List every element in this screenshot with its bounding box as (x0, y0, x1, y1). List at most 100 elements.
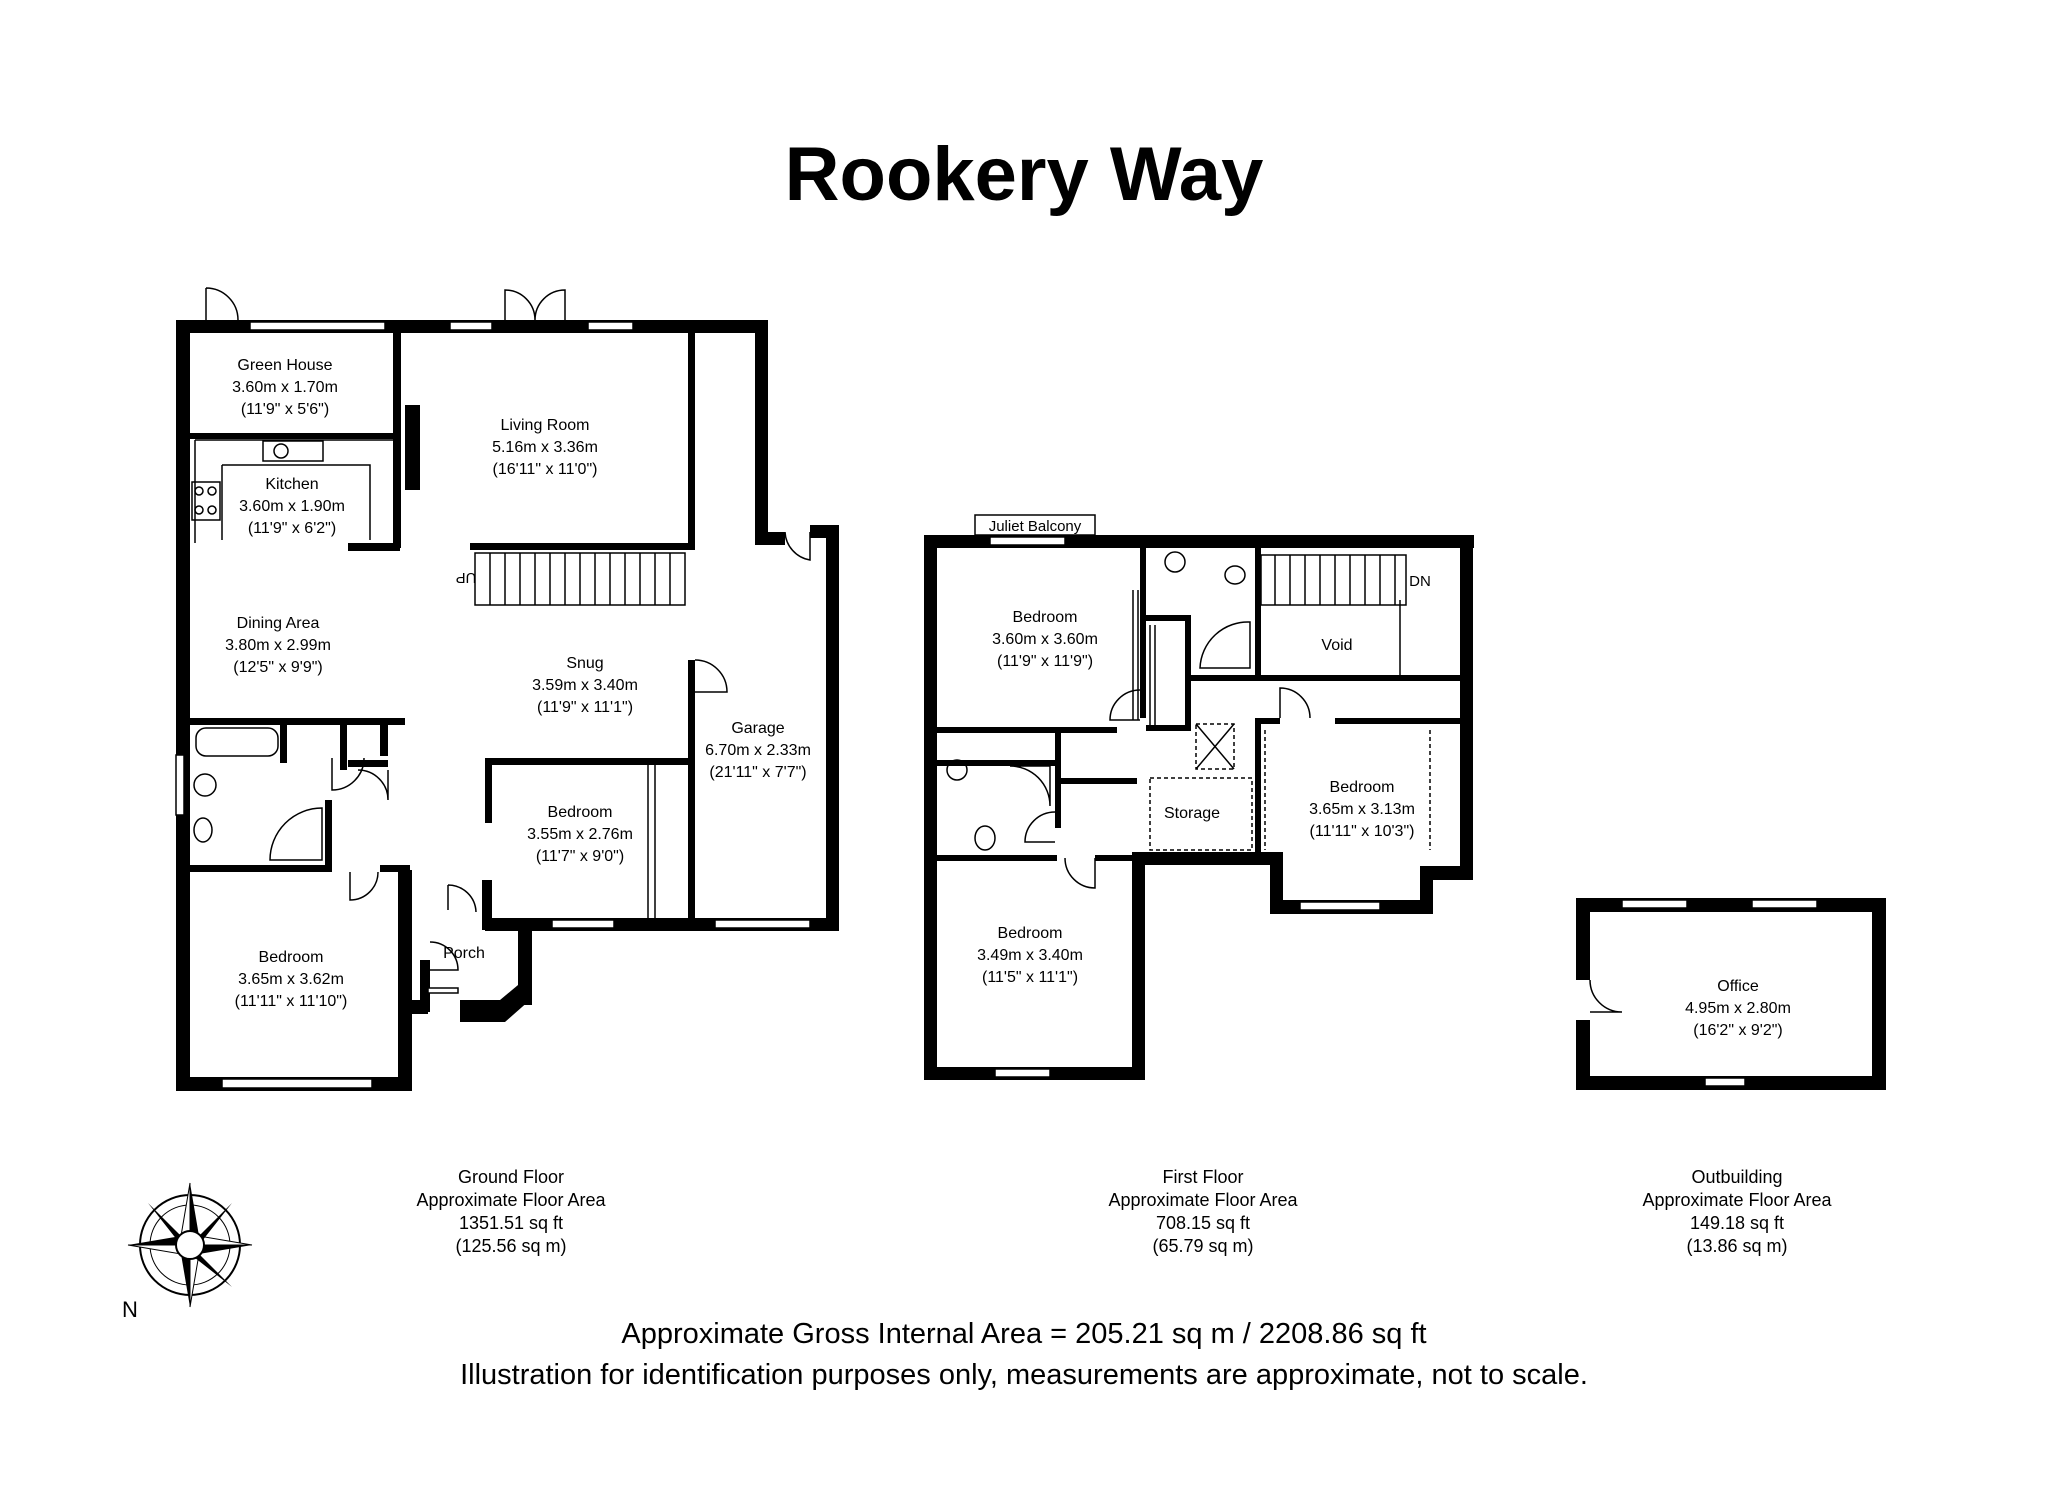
ob-wall-east (1872, 898, 1886, 1090)
ff-bedroom-1-metric: 3.60m x 3.60m (992, 631, 1098, 648)
ground-floor-sqft: 1351.51 sq ft (458, 1213, 564, 1233)
ff-wall-bedroom1-south (937, 727, 1117, 733)
kitchen-imperial: (11'9" x 6'2") (248, 520, 336, 537)
ff-staircase (1260, 554, 1407, 606)
living-room-metric: 5.16m x 3.36m (492, 439, 598, 456)
greenhouse-door (205, 287, 239, 321)
room-labels: Green House 3.60m x 1.70m (11'9" x 5'6")… (225, 357, 1791, 1039)
garage-side-door (694, 659, 728, 693)
ground-floor-summary: Ground Floor Approximate Floor Area 1351… (361, 1166, 661, 1258)
ff-stair-treads (1274, 555, 1396, 605)
green-house-metric: 3.60m x 1.70m (232, 379, 338, 396)
ground-floor-sqm: (125.56 sq m) (455, 1236, 567, 1256)
gf-bedroom-large-window (221, 1078, 373, 1089)
cupboard-door (331, 757, 365, 791)
kitchen-sink-bowl (273, 443, 289, 459)
ff-wall-bedroom3-east (1132, 852, 1145, 1080)
ground-floor-fixtures (175, 287, 811, 1089)
gf-chimney-breast (405, 405, 420, 490)
ff-wall-east (1460, 535, 1473, 880)
ff-wall-landing-inner (1055, 778, 1137, 784)
gf-bedroom-large-door (349, 871, 379, 901)
garage-door (714, 919, 811, 929)
ensuite-basin (1164, 551, 1186, 573)
ff-wall-east-step (1420, 866, 1473, 880)
gf-wall-porch-base (460, 1008, 472, 1022)
ff-wall-bedroom2-north (1335, 718, 1465, 724)
ff-bedroom-2-name: Bedroom (1330, 779, 1395, 796)
gf-wall-garage-east (826, 525, 839, 930)
ff-bathroom-toilet (974, 825, 996, 851)
gf-wall-north-living (390, 320, 690, 333)
first-floor-fixtures (946, 514, 1431, 1078)
outbuilding-name: Outbuilding (1691, 1167, 1783, 1187)
stairs-up-label: UP (456, 569, 477, 586)
garage-imperial: (21'11" x 7'7") (709, 764, 806, 781)
porch-name: Porch (443, 945, 485, 962)
void-name: Void (1321, 637, 1352, 654)
dining-area-imperial: (12'5" x 9'9") (233, 659, 323, 676)
gf-stair-treads (489, 553, 671, 605)
ff-wall-bathroom-north (937, 760, 1057, 766)
gf-wall-bathroom-south (190, 865, 330, 872)
gf-wall-bedroom-door-jamb (380, 865, 410, 872)
gf-wall-bedroom-small-north (487, 758, 692, 765)
gf-bath (195, 727, 279, 757)
dining-area-metric: 3.80m x 2.99m (225, 637, 331, 654)
office-metric: 4.95m x 2.80m (1685, 1000, 1791, 1017)
snug-metric: 3.59m x 3.40m (532, 677, 638, 694)
gf-bedroom-small-metric: 3.55m x 2.76m (527, 826, 633, 843)
ff-bedroom-2-metric: 3.65m x 3.13m (1309, 801, 1415, 818)
first-floor-label: Approximate Floor Area (1108, 1190, 1298, 1210)
ff-wall-bedroom2-north-left (1255, 718, 1280, 724)
first-floor-name: First Floor (1162, 1167, 1244, 1187)
gf-bedroom-large-metric: 3.65m x 3.62m (238, 971, 344, 988)
ff-wall-void-south (1185, 675, 1273, 681)
ff-wall-ensuite-east (1185, 615, 1191, 730)
gf-bedroom-small-window (551, 919, 615, 929)
snug-name: Snug (566, 655, 603, 672)
gf-wall-kitchen-south (348, 543, 400, 551)
storage-cupboard (1149, 777, 1253, 851)
office-doorway (1576, 980, 1590, 1020)
ff-bedroom3-window (994, 1068, 1051, 1078)
gf-bathroom-window (175, 754, 185, 816)
ground-floor-name: Ground Floor (457, 1167, 565, 1187)
ff-bedroom-3-metric: 3.49m x 3.40m (977, 947, 1083, 964)
ff-bathroom-shower (1009, 765, 1051, 807)
ff-wall-void-bottom (1255, 675, 1465, 681)
garage-name: Garage (731, 720, 784, 737)
garage-metric: 6.70m x 2.33m (705, 742, 811, 759)
compass-rose-icon (127, 1182, 253, 1308)
living-room-imperial: (16'11" x 11'0") (493, 461, 598, 478)
gf-shower (269, 807, 323, 861)
gf-wall-porch-inner (482, 880, 492, 930)
gf-wall-bedroom-east (398, 870, 412, 1080)
living-room-name: Living Room (501, 417, 590, 434)
gf-wall-hall-cross (348, 760, 388, 767)
ff-bedroom2-window (1299, 901, 1381, 911)
ff-wall-bathroom-south (937, 855, 1057, 861)
office-window-south (1704, 1077, 1746, 1087)
loft-hatch-cross (1195, 723, 1235, 770)
ff-wardrobe (1132, 590, 1156, 725)
ff-wall-bedroom3-north (1095, 855, 1140, 861)
green-house-imperial: (11'9" x 5'6") (241, 401, 329, 418)
ff-bedroom3-door (1064, 857, 1096, 889)
juliet-balcony-label: Juliet Balcony (989, 518, 1082, 535)
first-floor-sqm: (65.79 sq m) (1152, 1236, 1254, 1256)
outbuilding-sqm: (13.86 sq m) (1686, 1236, 1788, 1256)
first-floor-summary: First Floor Approximate Floor Area 708.1… (1053, 1166, 1353, 1258)
greenhouse-window (249, 321, 386, 331)
gf-bathroom-door (357, 769, 389, 801)
gf-wall-west (176, 320, 190, 1090)
porch-window (427, 987, 459, 994)
office-name: Office (1717, 978, 1759, 995)
ff-wall-bedroom1-east (1140, 548, 1146, 718)
gf-toilet (193, 817, 213, 843)
gf-wall-greenhouse-kitchen (190, 433, 400, 439)
kitchen-hob (191, 481, 221, 521)
ff-bedroom-1-imperial: (11'9" x 11'9") (997, 653, 1093, 670)
gf-wall-kitchen-east (393, 333, 401, 548)
gf-wall-garage-west (688, 660, 695, 930)
